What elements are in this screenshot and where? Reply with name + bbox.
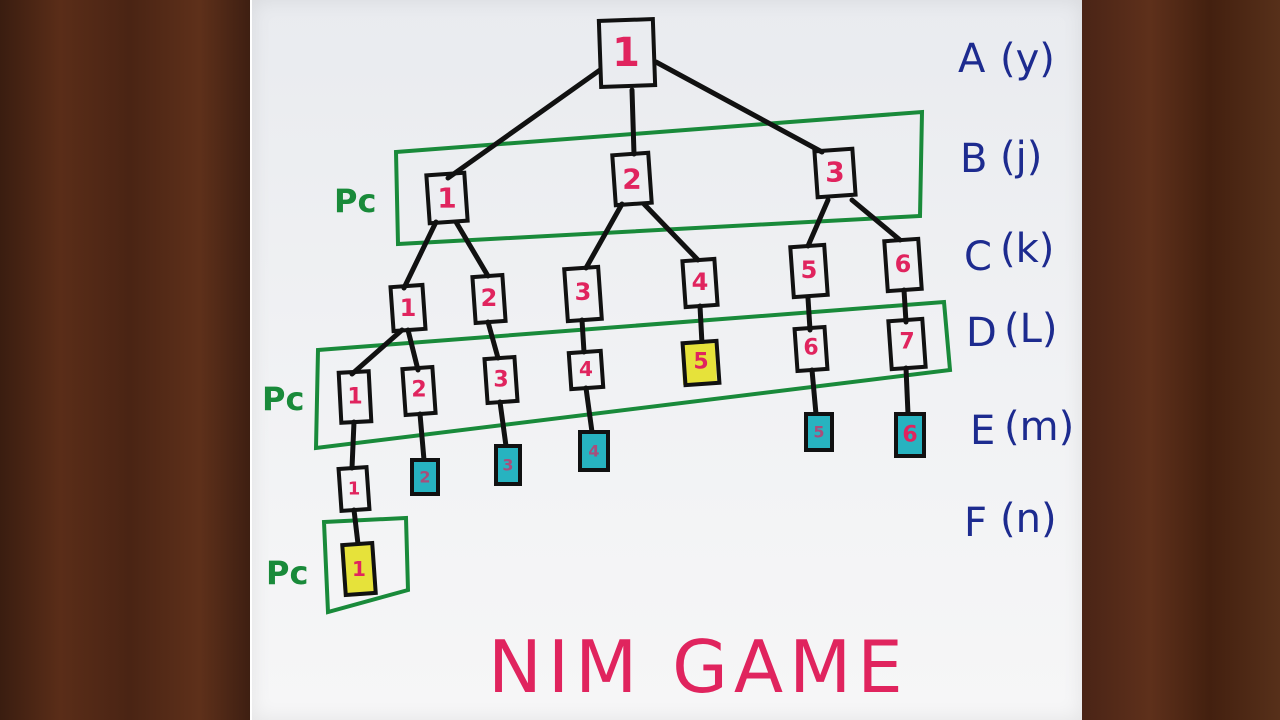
- node-f-1: 1: [352, 557, 366, 581]
- node-c-4: 4: [692, 268, 709, 296]
- leaf-highlights: [340, 343, 924, 598]
- pc-label-d: Pc: [262, 380, 304, 418]
- node-c-5: 5: [801, 256, 818, 284]
- node-a-1: 1: [612, 30, 640, 76]
- node-e-4: 4: [588, 442, 599, 461]
- level-c-var: (k): [1000, 226, 1054, 272]
- node-d-1: 1: [347, 385, 362, 410]
- pc-box-level-b: [393, 109, 925, 247]
- node-d-7: 7: [899, 330, 914, 355]
- level-c-letter: C: [964, 234, 992, 280]
- node-numbers: 1 1 2 3 1 2 3 4 5 6 1 2 3 4 5 6 7 1 2 3 …: [347, 30, 917, 581]
- node-b-3: 3: [825, 156, 844, 189]
- pc-label-b: Pc: [334, 182, 376, 220]
- level-f-var: (n): [1000, 496, 1057, 542]
- node-e-1: 1: [348, 479, 361, 500]
- node-c-3: 3: [575, 278, 592, 306]
- pc-box-level-d: [313, 299, 953, 451]
- pc-labels: Pc Pc Pc: [262, 182, 376, 592]
- level-d-var: (L): [1004, 306, 1058, 352]
- node-b-1: 1: [437, 182, 456, 215]
- node-e-6: 6: [902, 423, 917, 448]
- level-b-var: (j): [1000, 134, 1042, 180]
- pc-box-level-f: [321, 515, 411, 615]
- node-d-3: 3: [493, 368, 508, 393]
- paper-sheet: [252, 0, 1082, 720]
- tree-edges: [349, 59, 911, 547]
- node-e-5: 5: [813, 423, 824, 442]
- level-e-letter: E: [970, 408, 995, 454]
- level-a-letter: A: [958, 36, 986, 82]
- level-e-var: (m): [1004, 404, 1074, 450]
- page-title: NIM GAME: [488, 625, 909, 709]
- level-labels: A (y) B (j) C (k) D (L) E (m) F (n): [958, 36, 1074, 546]
- pc-label-f: Pc: [266, 554, 308, 592]
- node-b-2: 2: [622, 163, 641, 196]
- node-e-3: 3: [502, 456, 513, 475]
- node-d-2: 2: [411, 378, 426, 403]
- level-f-letter: F: [964, 500, 987, 546]
- node-e-2: 2: [419, 468, 430, 487]
- level-a-var: (y): [1000, 36, 1055, 82]
- node-c-1: 1: [400, 294, 417, 322]
- node-d-6: 6: [803, 336, 818, 361]
- node-d-5: 5: [693, 350, 708, 375]
- pc-boxes: [313, 109, 953, 615]
- node-c-6: 6: [895, 250, 912, 278]
- node-boxes: [336, 17, 928, 598]
- level-b-letter: B: [960, 136, 987, 182]
- node-d-4: 4: [579, 357, 593, 381]
- level-d-letter: D: [966, 310, 997, 356]
- node-c-2: 2: [481, 284, 498, 312]
